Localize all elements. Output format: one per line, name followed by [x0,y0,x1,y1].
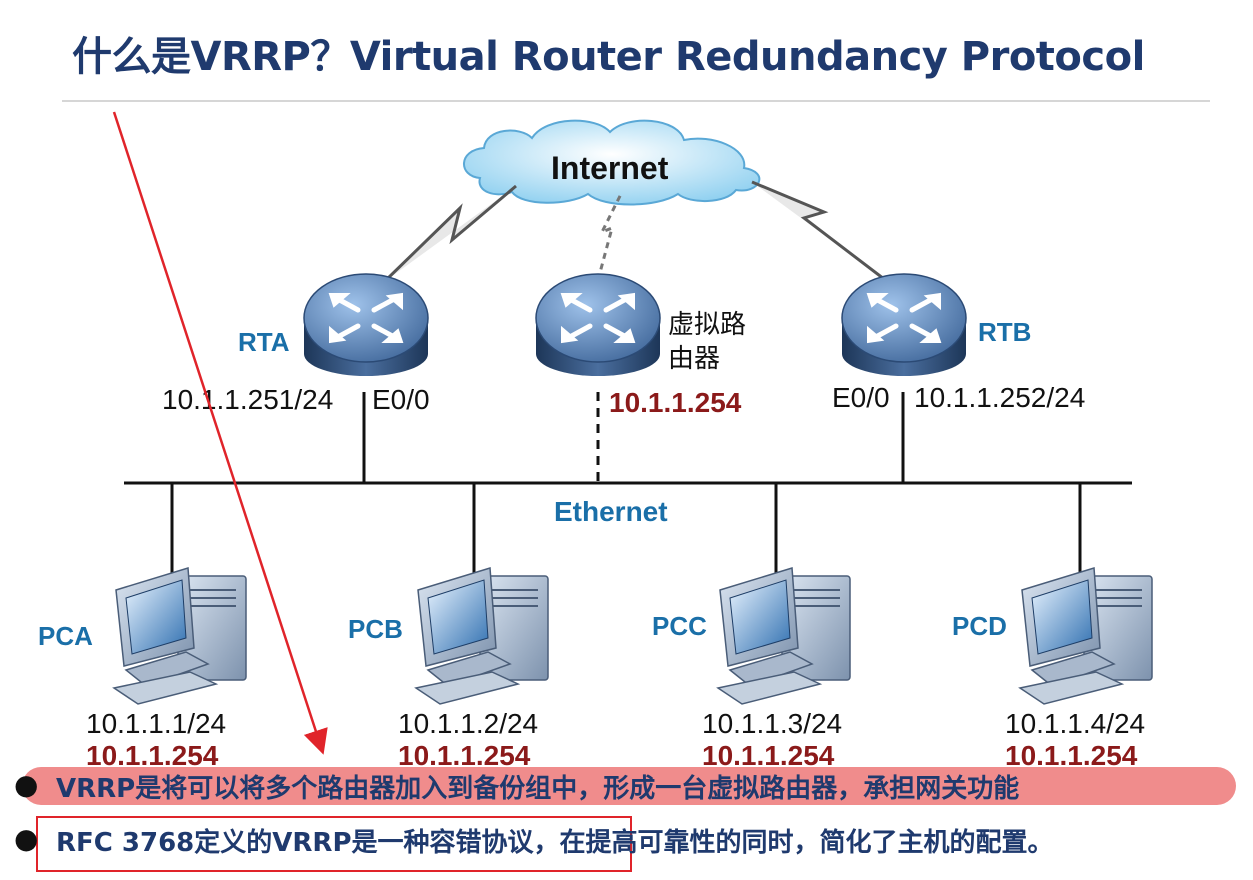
bullet-dot: ● [14,768,39,801]
pcc-ip: 10.1.1.3/24 [702,708,843,739]
router-rta-icon [304,274,428,376]
virtual-router-label-line2: 由器 [668,344,721,374]
rtb-interface: E0/0 [832,382,890,413]
wan-link-virtual [596,191,624,281]
wan-link-rtb [751,180,889,284]
pcd-ip: 10.1.1.4/24 [1005,708,1146,739]
pcb-gateway: 10.1.1.254 [398,740,531,771]
virtual-router-ip: 10.1.1.254 [609,387,742,418]
bullet-1: ● VRRP是将可以将多个路由器加入到备份组中，形成一台虚拟路由器，承担网关功能 [14,768,1253,808]
internet-label: Internet [551,150,669,186]
virtual-router-icon [536,274,660,376]
bullet-highlight [22,767,1236,805]
pcd-computer-icon [1019,567,1153,705]
rta-ip: 10.1.1.251/24 [162,384,334,415]
pcd-label: PCD [952,611,1007,641]
virtual-router-label-line1: 虚拟路 [668,310,747,340]
rta-label: RTA [238,327,290,357]
pcc-computer-icon [717,567,851,705]
title-divider [62,100,1210,102]
rtb-label: RTB [978,317,1032,347]
pca-label: PCA [38,621,93,651]
wan-link-rta [382,184,517,284]
pca-ip: 10.1.1.1/24 [86,708,227,739]
bullet-annotation-box [36,816,632,872]
pcb-computer-icon [415,567,549,705]
pcb-ip: 10.1.1.2/24 [398,708,539,739]
bullet-2-text: RFC 3768定义的VRRP是一种容错协议，在提高可靠性的同时，简化了主机的配… [56,828,1054,858]
page-title: 什么是VRRP？Virtual Router Redundancy Protoc… [72,34,1145,80]
bullet-1-text: VRRP是将可以将多个路由器加入到备份组中，形成一台虚拟路由器，承担网关功能 [56,774,1020,804]
pcc-gateway: 10.1.1.254 [702,740,835,771]
pcb-label: PCB [348,614,403,644]
ethernet-label: Ethernet [554,496,668,527]
pca-computer-icon [113,567,247,705]
rta-interface: E0/0 [372,384,430,415]
rtb-ip: 10.1.1.252/24 [914,382,1086,413]
internet-cloud-icon [463,119,761,206]
bullet-dot: ● [14,822,39,855]
pcc-label: PCC [652,611,707,641]
pcd-gateway: 10.1.1.254 [1005,740,1138,771]
router-rtb-icon [842,274,966,376]
bullet-2: ● RFC 3768定义的VRRP是一种容错协议，在提高可靠性的同时，简化了主机… [14,822,1253,862]
